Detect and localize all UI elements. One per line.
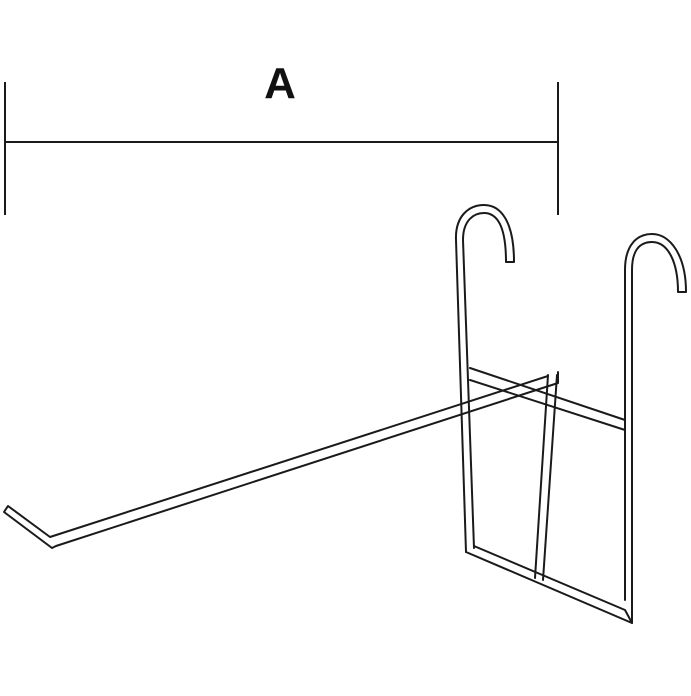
left-upright-with-hook (454, 204, 515, 553)
center-support (534, 374, 558, 581)
back-frame (454, 204, 687, 624)
dimension-A (4, 82, 559, 215)
dimension-label: A (264, 59, 296, 108)
right-upright-with-hook (624, 233, 687, 624)
hook-arm (3, 371, 559, 549)
bottom-crossbar (465, 545, 633, 624)
